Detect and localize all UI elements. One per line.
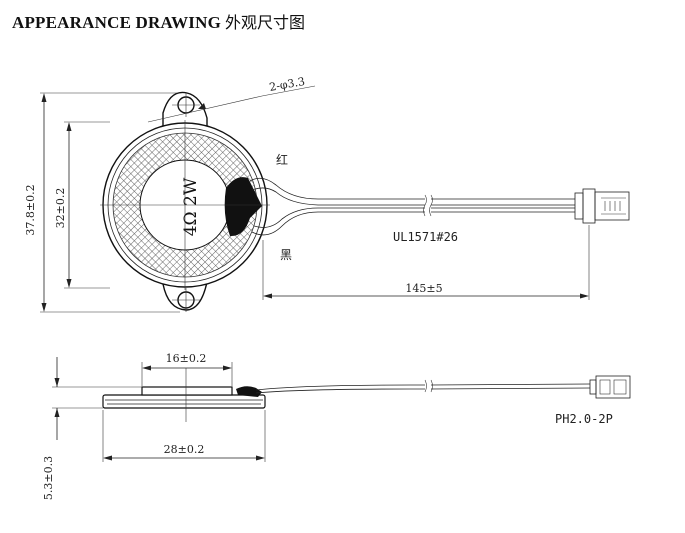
wire-red — [249, 177, 425, 200]
top-view: 4Ω 2W 红 黑 UL157 — [24, 75, 630, 313]
height-outer-dim: 37.8±0.2 — [24, 184, 37, 235]
connector-top — [574, 188, 630, 224]
magnet-side — [141, 386, 233, 396]
body-diameter-dim: 28±0.2 — [164, 443, 205, 456]
solder-terminal — [224, 177, 262, 237]
cable-length-dim: 145±5 — [405, 282, 442, 295]
speaker-body-side — [102, 394, 266, 409]
title-chinese: 外观尺寸图 — [225, 13, 306, 32]
height-inner-dim: 32±0.2 — [54, 188, 67, 229]
magnet-diameter-dim: 16±0.2 — [166, 352, 207, 365]
title-english: APPEARANCE DRAWING — [12, 13, 222, 32]
wire-red-label: 红 — [276, 152, 288, 167]
speaker-spec-label: 4Ω 2W — [181, 177, 201, 236]
cable-spec-label: UL1571#26 — [393, 230, 458, 244]
connector-side — [589, 375, 631, 399]
hole-spec-label: 2-φ3.3 — [268, 75, 306, 94]
wire-black — [251, 211, 425, 236]
side-view: PH2.0-2P 16±0.2 28±0.2 5.3±0.3 — [42, 352, 631, 500]
thickness-dim: 5.3±0.3 — [42, 456, 55, 500]
wire-black-label: 黑 — [280, 248, 292, 262]
connector-label: PH2.0-2P — [555, 412, 613, 426]
